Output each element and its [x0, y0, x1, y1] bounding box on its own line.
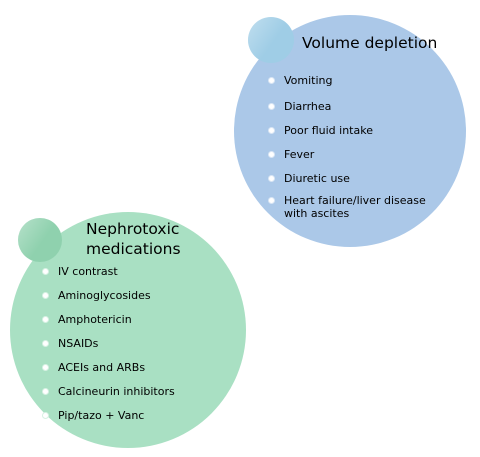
volume-depletion-title: Volume depletion: [302, 34, 438, 52]
nephrotoxic-title-line1: Nephrotoxic: [86, 220, 180, 238]
bullet-icon: [268, 103, 275, 110]
volume-depletion-bubble-icon: [248, 17, 294, 63]
bullet-icon: [42, 412, 49, 419]
bullet-icon: [42, 316, 49, 323]
nephrotoxic-title-line2: medications: [86, 240, 181, 258]
volume-depletion-list: Vomiting Diarrhea Poor fluid intake Feve…: [268, 74, 458, 234]
bullet-icon: [42, 268, 49, 275]
nephrotoxic-bubble-icon: [18, 218, 62, 262]
bullet-icon: [268, 127, 275, 134]
bullet-icon: [42, 364, 49, 371]
bullet-icon: [268, 197, 275, 204]
nephrotoxic-title: Nephrotoxic medications: [86, 219, 181, 259]
bullet-icon: [42, 292, 49, 299]
bullet-icon: [42, 340, 49, 347]
bullet-icon: [268, 175, 275, 182]
bullet-icon: [268, 151, 275, 158]
bullet-icon: [268, 77, 275, 84]
nephrotoxic-list: IV contrast Aminoglycosides Amphotericin…: [42, 265, 232, 425]
bullet-icon: [42, 388, 49, 395]
